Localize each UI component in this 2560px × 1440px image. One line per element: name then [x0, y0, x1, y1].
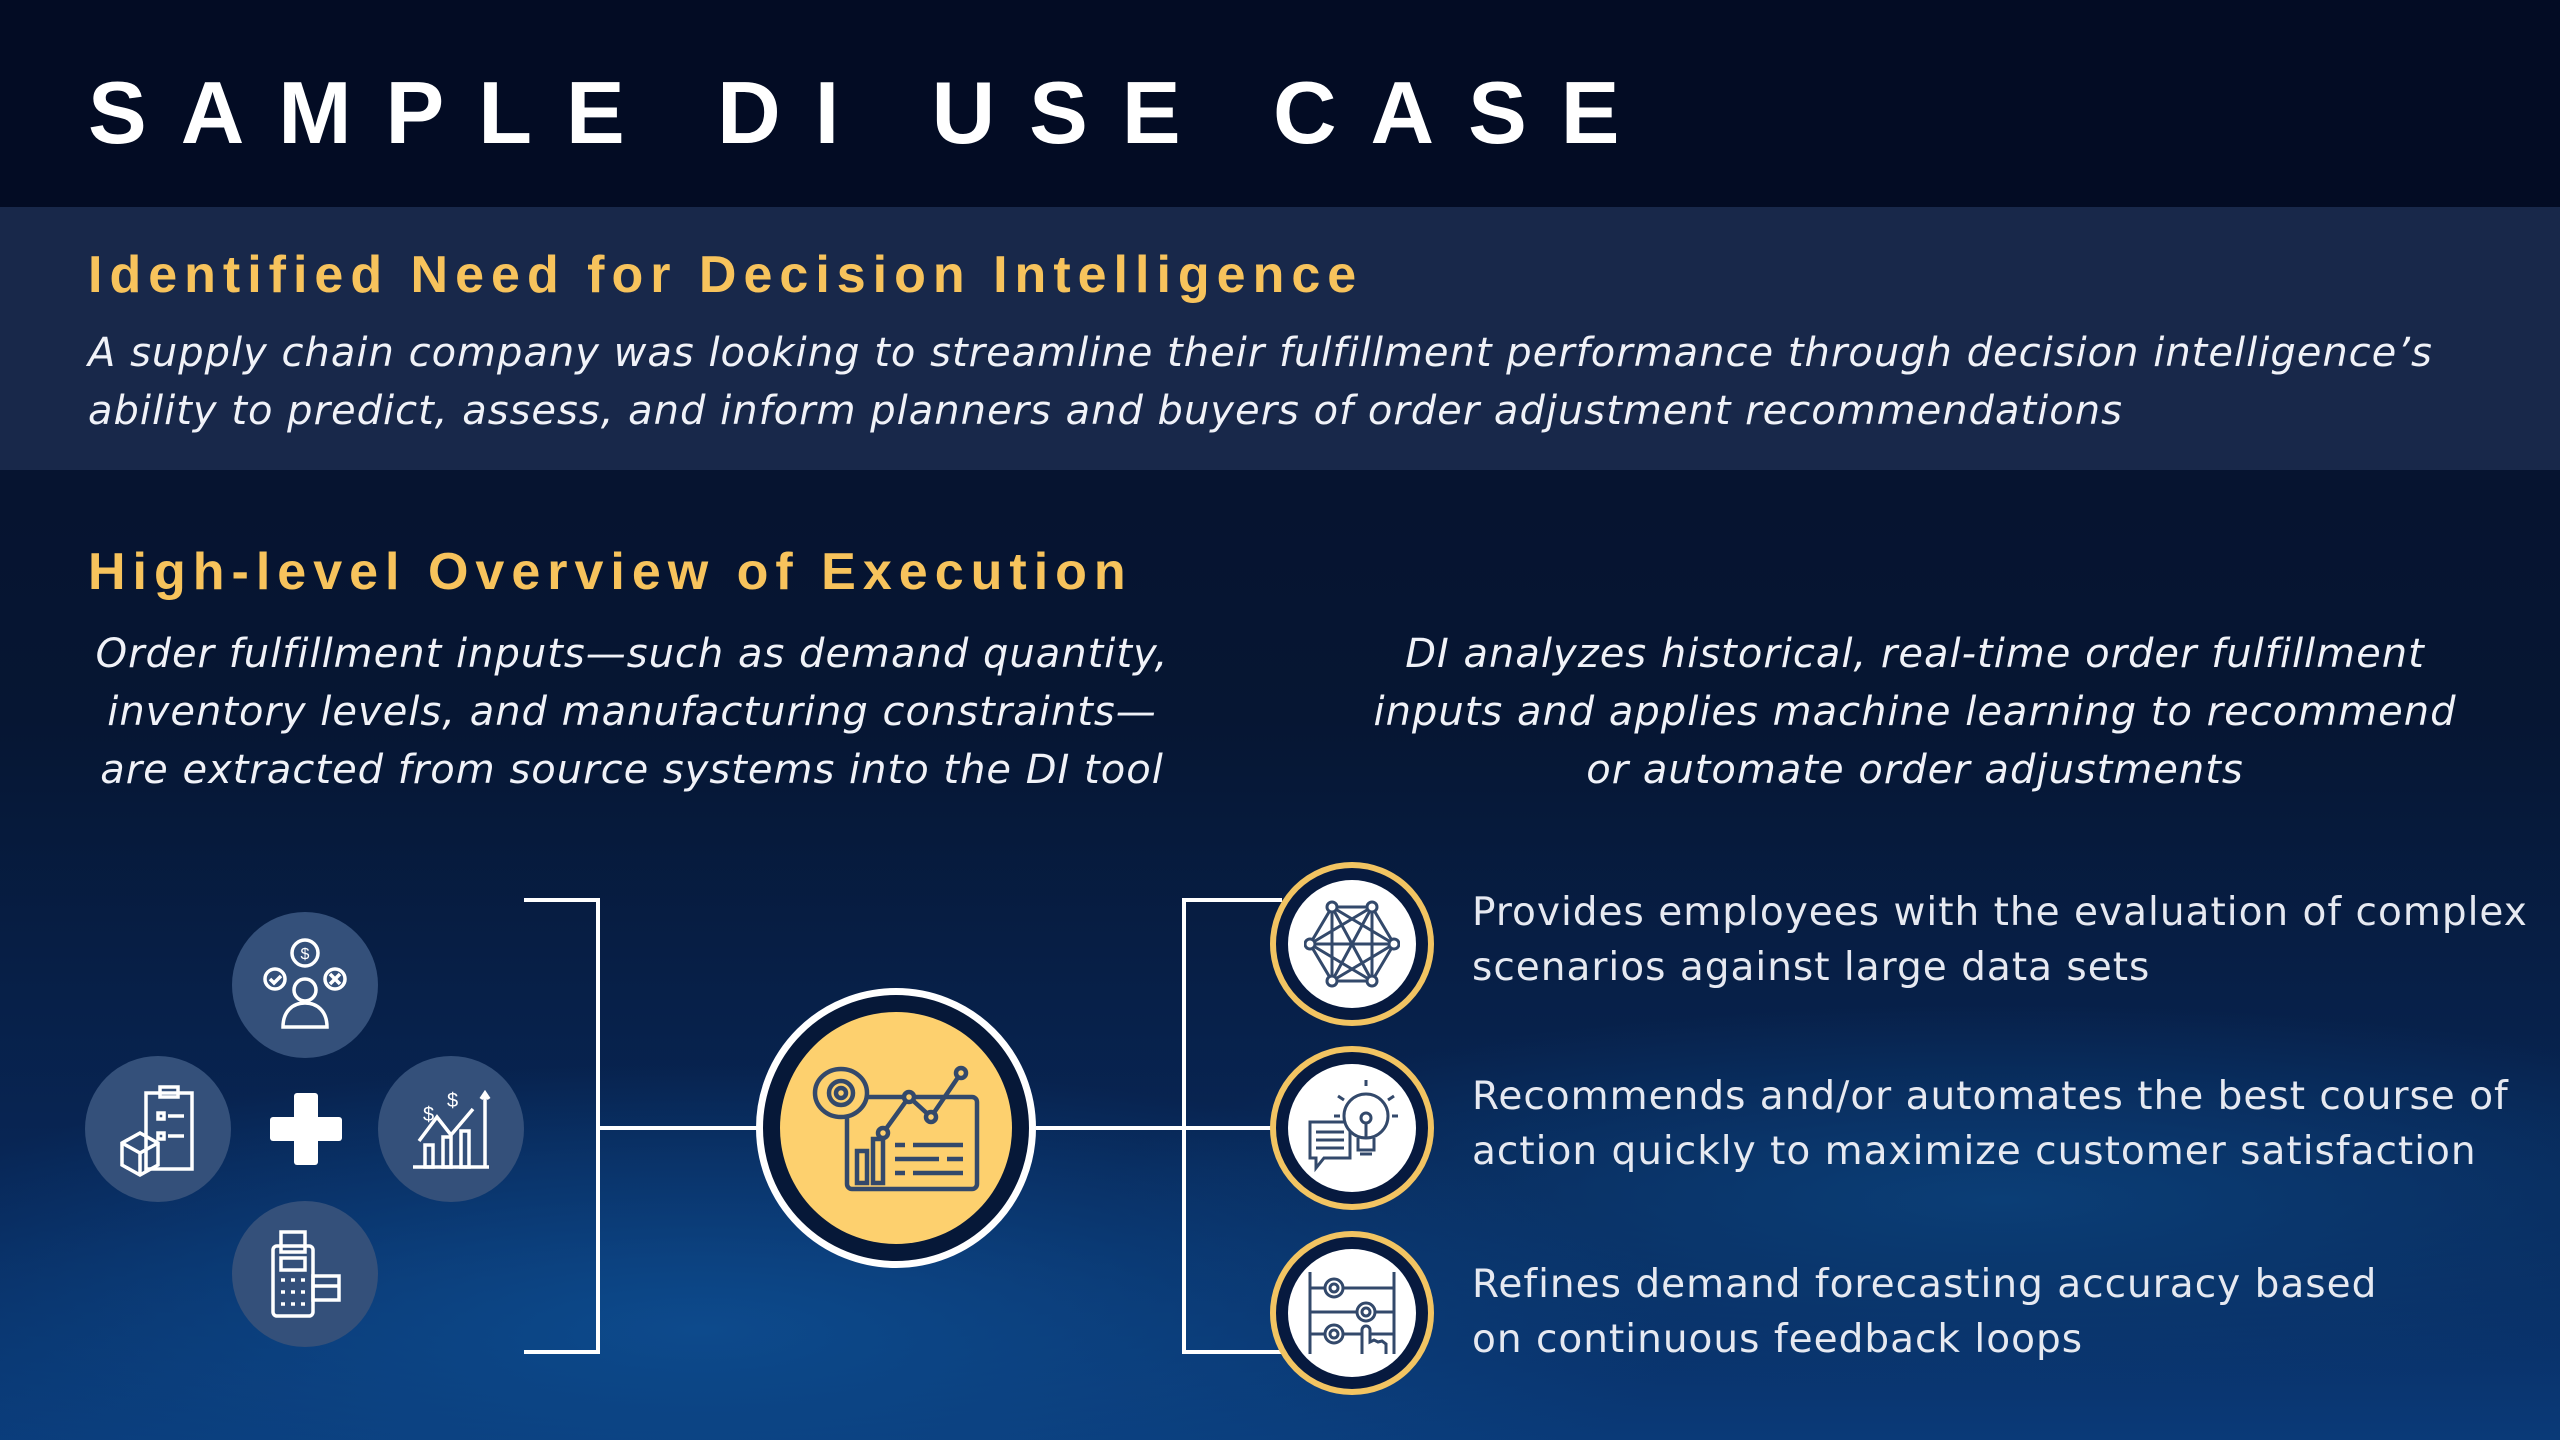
benefit-text: Refines demand forecasting accuracy base…	[1472, 1262, 2378, 1362]
connector-line	[598, 1126, 758, 1130]
payment-terminal-icon	[232, 1201, 378, 1347]
bracket-line	[1182, 898, 1282, 902]
need-band: Identified Need for Decision Intelligenc…	[0, 207, 2560, 470]
page-title: SAMPLE DI USE CASE	[88, 63, 1654, 162]
connector-line	[1036, 1126, 1186, 1130]
plus-icon	[270, 1093, 342, 1165]
benefit-node	[1270, 862, 1434, 1026]
bracket-line	[524, 898, 600, 902]
lightbulb-chat-icon	[1308, 1080, 1398, 1173]
gears-abacus-icon	[1308, 1272, 1396, 1354]
benefit-node	[1270, 1231, 1434, 1395]
svg-text:$: $	[301, 946, 310, 963]
bracket-line	[524, 1350, 600, 1354]
benefit-text: Provides employees with the evaluation o…	[1472, 890, 2528, 990]
analysis-text: DI analyzes historical, real-time order …	[1373, 631, 2457, 793]
overview-heading: High-level Overview of Execution	[88, 543, 1133, 601]
need-text: A supply chain company was looking to st…	[88, 330, 2433, 434]
network-icon	[1304, 900, 1400, 988]
benefit-text: Recommends and/or automates the best cou…	[1472, 1074, 2509, 1174]
need-heading: Identified Need for Decision Intelligenc…	[88, 246, 1364, 304]
decision-person-icon: $	[232, 912, 378, 1058]
financial-growth-chart-icon: $$	[378, 1056, 524, 1202]
inputs-text: Order fulfillment inputs—such as demand …	[95, 631, 1169, 793]
benefit-node	[1270, 1046, 1434, 1210]
di-tool-node	[756, 988, 1036, 1268]
svg-text:$: $	[447, 1090, 458, 1112]
bracket-line	[1182, 1350, 1282, 1354]
bracket-line	[1182, 1126, 1282, 1130]
inventory-clipboard-icon	[85, 1056, 231, 1202]
svg-text:$: $	[423, 1104, 434, 1126]
analytics-dashboard-icon	[780, 1012, 1012, 1244]
title-bar: SAMPLE DI USE CASE	[0, 0, 2560, 207]
